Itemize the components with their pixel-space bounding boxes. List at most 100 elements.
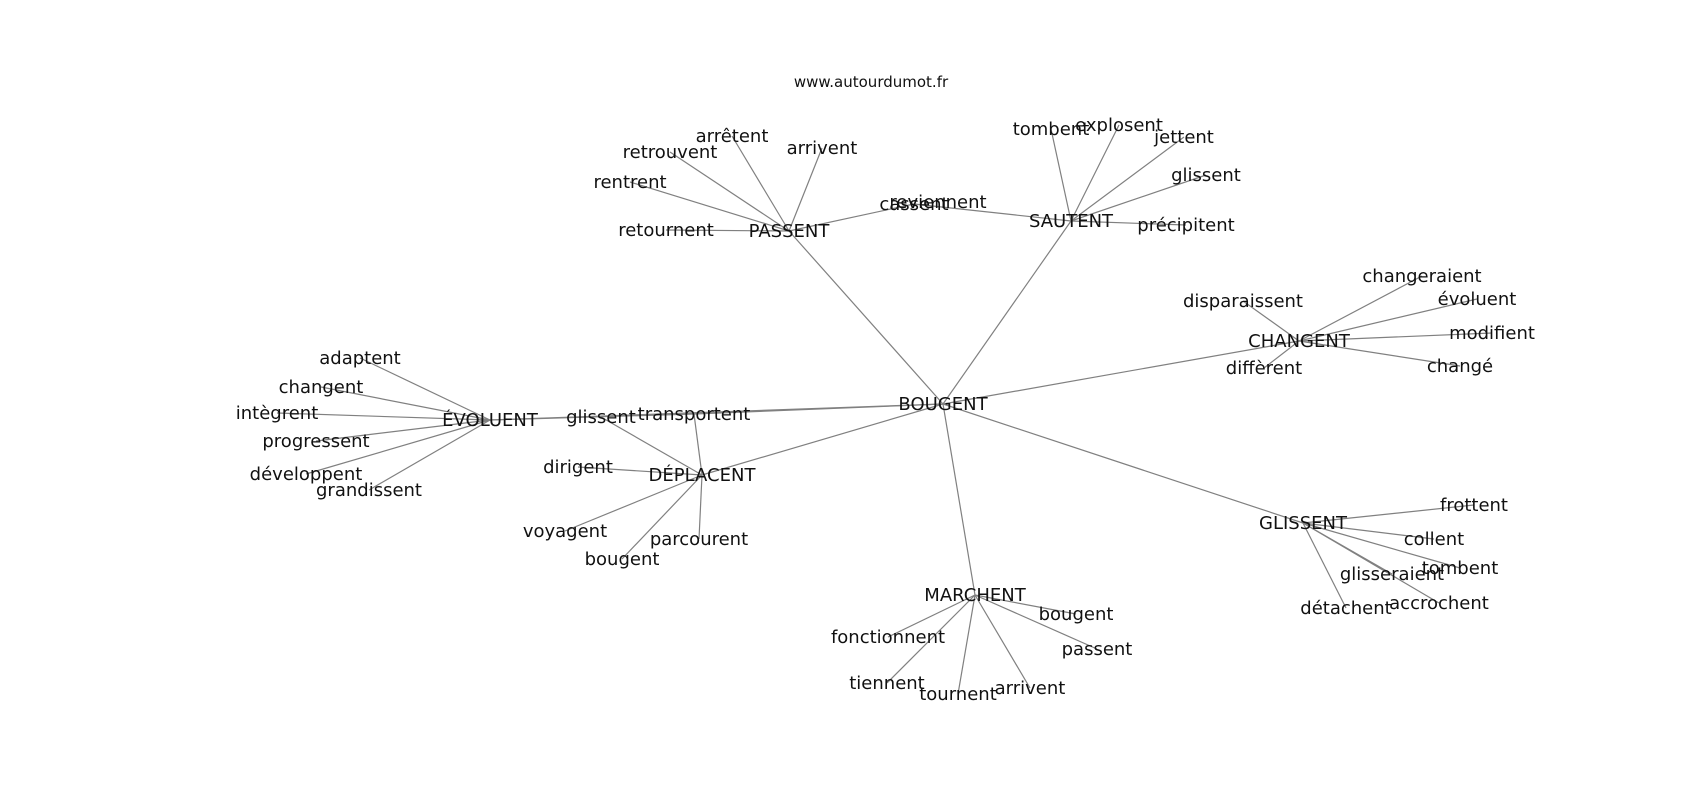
edge-hub-leaf: [887, 594, 976, 638]
edge-hub-leaf: [1298, 275, 1423, 342]
leaf-word[interactable]: fonctionnent: [831, 627, 945, 648]
leaf-word[interactable]: précipitent: [1137, 215, 1234, 236]
edge-bridge: [913, 203, 1072, 222]
leaf-word[interactable]: voyagent: [523, 521, 607, 542]
leaf-word[interactable]: glisseraient: [1340, 564, 1444, 585]
site-watermark: www.autourdumot.fr: [794, 73, 949, 91]
edge-hub-leaf: [886, 594, 976, 684]
hub-word[interactable]: SAUTENT: [1029, 211, 1114, 232]
bridge-word[interactable]: reviennent: [889, 192, 986, 213]
leaf-word[interactable]: arrivent: [787, 138, 858, 159]
hub-word[interactable]: MARCHENT: [924, 585, 1026, 606]
leaf-word[interactable]: arrivent: [995, 678, 1066, 699]
edge-hub-leaf: [1263, 340, 1300, 369]
leaf-word[interactable]: changent: [279, 377, 364, 398]
leaf-word[interactable]: bougent: [585, 549, 660, 570]
leaf-word[interactable]: parcourent: [650, 529, 748, 550]
edge-hub-leaf: [320, 386, 491, 421]
leaf-word[interactable]: intègrent: [236, 403, 319, 424]
leaf-word[interactable]: changé: [1427, 356, 1493, 377]
leaf-word[interactable]: explosent: [1075, 115, 1163, 136]
graph-edges: [276, 124, 1493, 695]
leaf-word[interactable]: bougent: [1039, 604, 1114, 625]
leaf-word[interactable]: arrêtent: [696, 126, 769, 147]
edge-hub-leaf: [1302, 522, 1435, 540]
edge-hub-leaf: [957, 594, 976, 695]
edge-center-transportent: [693, 403, 944, 415]
edge-hub-leaf: [974, 594, 1098, 650]
leaf-word[interactable]: disparaissent: [1183, 291, 1303, 312]
edge-hub-leaf: [1298, 332, 1493, 342]
leaf-word[interactable]: diffèrent: [1226, 358, 1302, 379]
leaf-word[interactable]: tombent: [1422, 558, 1499, 579]
edge-hub-leaf: [1070, 124, 1120, 222]
edge-hub-leaf: [621, 474, 703, 560]
edge-hub-leaf: [577, 466, 703, 476]
edge-hub-leaf: [1298, 340, 1461, 367]
leaf-word[interactable]: retrouvent: [623, 142, 718, 163]
edge-hub-leaf: [1070, 136, 1185, 222]
leaf-word[interactable]: adaptent: [319, 348, 401, 369]
edge-hub-leaf: [693, 413, 703, 476]
edge-hub-leaf: [665, 229, 790, 232]
hub-word[interactable]: CHANGENT: [1248, 331, 1351, 352]
edge-hub-leaf: [600, 416, 703, 476]
leaf-word[interactable]: dirigent: [543, 457, 613, 478]
edge-hub-leaf: [974, 594, 1031, 689]
leaf-word[interactable]: évoluent: [1438, 289, 1517, 310]
leaf-word[interactable]: modifient: [1449, 323, 1535, 344]
edge-center-hub: [701, 403, 944, 476]
edge-center-hub: [942, 403, 976, 596]
edge-hub-leaf: [315, 419, 491, 442]
hub-word[interactable]: GLISSENT: [1259, 513, 1348, 534]
leaf-word[interactable]: grandissent: [316, 480, 422, 501]
edge-hub-leaf: [1302, 522, 1461, 569]
leaf-word[interactable]: frottent: [1440, 495, 1508, 516]
edge-hub-leaf: [788, 147, 823, 232]
leaf-word[interactable]: jettent: [1153, 127, 1214, 148]
edge-transportent-evoluent: [489, 413, 695, 421]
edge-hub-leaf: [629, 181, 790, 232]
edge-hub-leaf: [368, 419, 491, 491]
leaf-word[interactable]: retournent: [618, 220, 714, 241]
edge-center-hub: [788, 230, 944, 405]
leaf-word[interactable]: développent: [250, 464, 363, 485]
edge-hub-leaf: [1070, 220, 1187, 226]
edge-hub-leaf: [698, 474, 703, 540]
center-word[interactable]: BOUGENT: [898, 394, 988, 415]
edge-hub-leaf: [305, 419, 491, 475]
edge-hub-leaf: [1302, 522, 1347, 609]
edge-hub-leaf: [1302, 522, 1440, 604]
edge-hub-leaf: [1302, 504, 1475, 524]
leaf-word[interactable]: tournent: [919, 684, 997, 705]
edge-hub-leaf: [1050, 128, 1072, 222]
edge-hub-leaf: [731, 135, 790, 232]
hub-word[interactable]: PASSENT: [749, 221, 831, 242]
hub-word[interactable]: DÉPLACENT: [649, 464, 757, 486]
leaf-word[interactable]: passent: [1062, 639, 1133, 660]
edge-hub-leaf: [669, 151, 790, 232]
edge-hub-leaf: [276, 412, 491, 421]
leaf-word[interactable]: tiennent: [849, 673, 925, 694]
edge-center-hub: [942, 340, 1300, 405]
leaf-word[interactable]: tombent: [1013, 119, 1090, 140]
edge-center-hub: [942, 220, 1072, 405]
leaf-word[interactable]: glissent: [1171, 165, 1241, 186]
leaf-word[interactable]: rentrent: [593, 172, 666, 193]
leaf-word[interactable]: changeraient: [1362, 266, 1481, 287]
leaf-word[interactable]: accrochent: [1389, 593, 1489, 614]
edge-center-hub: [942, 403, 1304, 524]
hub-word[interactable]: ÉVOLUENT: [442, 409, 539, 431]
edge-bridge: [788, 203, 915, 232]
leaf-word[interactable]: collent: [1404, 529, 1464, 550]
leaf-word[interactable]: détachent: [1300, 598, 1391, 619]
edge-hub-leaf: [1298, 298, 1478, 342]
edge-hub-leaf: [564, 474, 703, 532]
leaf-word[interactable]: glissent: [566, 407, 636, 428]
edge-hub-leaf: [1070, 174, 1207, 222]
leaf-word[interactable]: progressent: [262, 431, 369, 452]
leaf-word[interactable]: transportent: [638, 404, 751, 425]
bridge-word[interactable]: cassent: [879, 194, 948, 215]
